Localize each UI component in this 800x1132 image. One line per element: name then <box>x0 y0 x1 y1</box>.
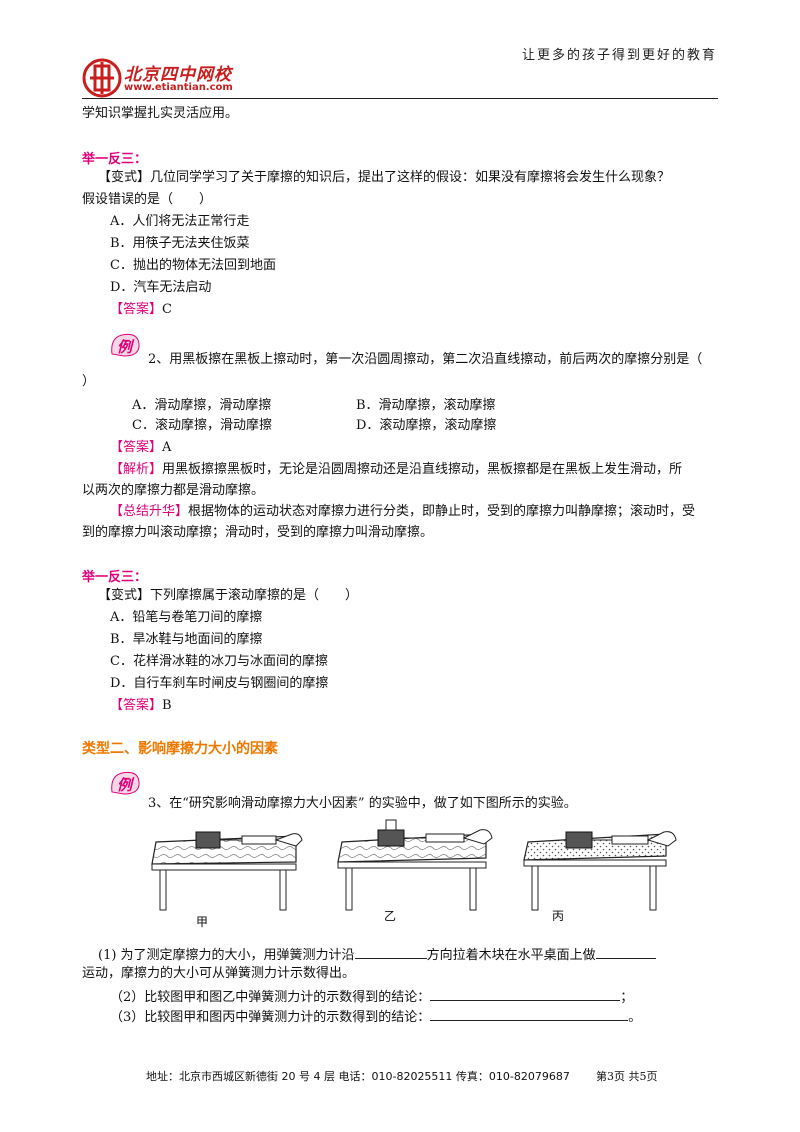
logo-text: 北京四中网校 <box>124 65 232 85</box>
q1-blank-direction[interactable] <box>354 944 427 959</box>
summary-label: 【总结升华】 <box>110 504 189 519</box>
example2-analysis-cont: 以两次的摩擦力都是滑动摩擦。 <box>82 483 265 498</box>
answer-label: 【答案】 <box>110 440 163 455</box>
example-badge-icon <box>111 333 140 357</box>
figure-label-jia: 甲 <box>196 915 209 929</box>
header-rule <box>82 98 718 99</box>
section2-question: 【变式】下列摩擦属于滚动摩擦的是（ ） <box>98 588 359 603</box>
q1-blank-motion[interactable] <box>595 944 656 959</box>
example3-q2: （2）比较图甲和图乙中弹簧测力计的示数得到的结论：； <box>110 986 633 1008</box>
header-slogan: 让更多的孩子得到更好的教育 <box>522 48 718 63</box>
example3-q1-cont: 运动，摩擦力的大小可从弹簧测力计示数得出。 <box>82 966 356 981</box>
answer-label: 【答案】 <box>110 698 163 713</box>
example-badge-icon <box>111 771 140 795</box>
example-badge-label: 例 <box>117 776 133 794</box>
example2-summary-cont: 到的摩擦力叫滚动摩擦；滑动时，受到的摩擦力叫滑动摩擦。 <box>82 525 434 540</box>
section1-question-cont: 假设错误的是（ ） <box>82 192 213 207</box>
variant-label: 【变式】 <box>98 170 151 185</box>
option-b: B．用筷子无法夹住饭菜 <box>110 236 250 251</box>
header: 北京四中网校 www.etiantian.com 让更多的孩子得到更好的教育 <box>0 0 800 102</box>
analysis-label: 【解析】 <box>110 462 163 477</box>
q2-blank[interactable] <box>430 986 621 1001</box>
ex2-option-b: B．滑动摩擦，滚动摩擦 <box>356 398 496 413</box>
ex2-option-a: A．滑动摩擦，滑动摩擦 <box>132 398 272 413</box>
table-bing <box>523 831 677 911</box>
logo-url: www.etiantian.com <box>124 82 233 93</box>
option-c: C．抛出的物体无法回到地面 <box>110 258 276 273</box>
logo-emblem-icon <box>82 58 122 98</box>
footer-address: 地址：北京市西城区新德街 20 号 4 层 电话：010-82025511 传真… <box>146 1070 570 1083</box>
footer-page: 第3页 共5页 <box>596 1070 658 1083</box>
example2-question: 2、用黑板擦在黑板上擦动时，第一次沿圆周擦动，第二次沿直线擦动，前后两次的摩擦分… <box>148 352 703 367</box>
intro-line: 学知识掌握扎实灵活应用。 <box>82 106 239 121</box>
example2-question-cont: ） <box>82 374 96 389</box>
ex2-option-d: D．滚动摩擦，滚动摩擦 <box>356 418 497 433</box>
table-jia <box>151 831 303 911</box>
example2-answer: 【答案】A <box>110 440 172 455</box>
variant-label: 【变式】 <box>98 588 151 603</box>
s2-option-a: A．铅笔与卷笔刀间的摩擦 <box>110 610 263 625</box>
section2-answer: 【答案】B <box>110 698 172 713</box>
table-yi <box>337 819 493 911</box>
section2-heading: 举一反三： <box>82 570 148 585</box>
experiment-figure <box>146 812 698 912</box>
example-badge-label: 例 <box>117 338 133 356</box>
answer-label: 【答案】 <box>110 302 163 317</box>
figure-label-yi: 乙 <box>384 909 397 923</box>
example2-summary: 【总结升华】根据物体的运动状态对摩擦力进行分类，即静止时，受到的摩擦力叫静摩擦；… <box>110 504 696 519</box>
footer: 地址：北京市西城区新德街 20 号 4 层 电话：010-82025511 传真… <box>0 1068 800 1092</box>
ex2-option-c: C．滚动摩擦，滑动摩擦 <box>132 418 272 433</box>
section1-heading: 举一反三： <box>82 152 148 167</box>
section1-answer: 【答案】C <box>110 302 172 317</box>
s2-option-b: B．旱冰鞋与地面间的摩擦 <box>110 632 263 647</box>
section1-question: 【变式】几位同学学习了关于摩擦的知识后，提出了这样的假设：如果没有摩擦将会发生什… <box>98 170 671 185</box>
option-a: A．人们将无法正常行走 <box>110 214 250 229</box>
s2-option-c: C．花样滑冰鞋的冰刀与冰面间的摩擦 <box>110 654 328 669</box>
example2-analysis: 【解析】用黑板擦擦黑板时，无论是沿圆周擦动还是沿直线擦动，黑板擦都是在黑板上发生… <box>110 462 683 477</box>
example3-question: 3、在“研究影响滑动摩擦力大小因素” 的实验中，做了如下图所示的实验。 <box>148 796 577 811</box>
type2-heading: 类型二、影响摩擦力大小的因素 <box>82 741 278 757</box>
q3-blank[interactable] <box>430 1006 629 1021</box>
example3-q3: （3）比较图甲和图丙中弹簧测力计的示数得到的结论：。 <box>110 1006 641 1028</box>
figure-label-bing: 丙 <box>552 909 565 923</box>
option-d: D．汽车无法启动 <box>110 280 212 295</box>
example3-q1: (1) 为了测定摩擦力的大小，用弹簧测力计沿方向拉着木块在水平桌面上做 <box>98 944 656 966</box>
s2-option-d: D．自行车刹车时闸皮与钢圈间的摩擦 <box>110 676 329 691</box>
